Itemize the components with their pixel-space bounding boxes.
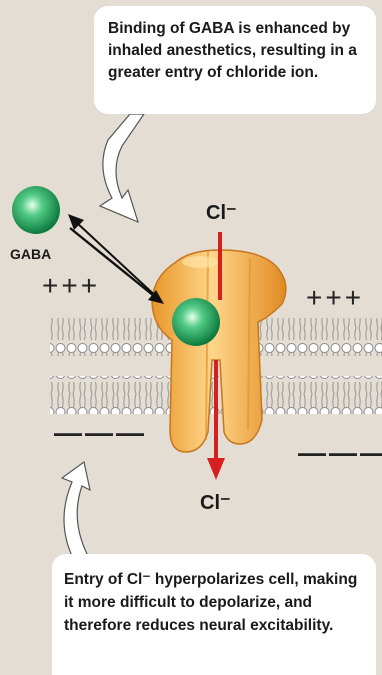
bottom-callout-pointer xyxy=(62,462,90,556)
gaba-molecule-bound xyxy=(172,298,220,346)
gaba-label: GABA xyxy=(10,246,51,262)
chloride-label-intracellular: Cl⁻ xyxy=(200,490,231,515)
top-callout-pointer xyxy=(100,114,144,222)
positive-charge-right: +++ xyxy=(306,282,364,314)
negative-charge-right: ——— xyxy=(298,437,382,469)
top-callout: Binding of GABA is enhanced by inhaled a… xyxy=(94,6,376,114)
gaba-molecule-free xyxy=(12,186,60,234)
bottom-callout: Entry of Cl⁻ hyperpolarizes cell, making… xyxy=(52,554,376,675)
negative-charge-left: ——— xyxy=(54,417,147,449)
chloride-label-extracellular: Cl⁻ xyxy=(206,200,237,225)
positive-charge-left: +++ xyxy=(42,270,100,302)
